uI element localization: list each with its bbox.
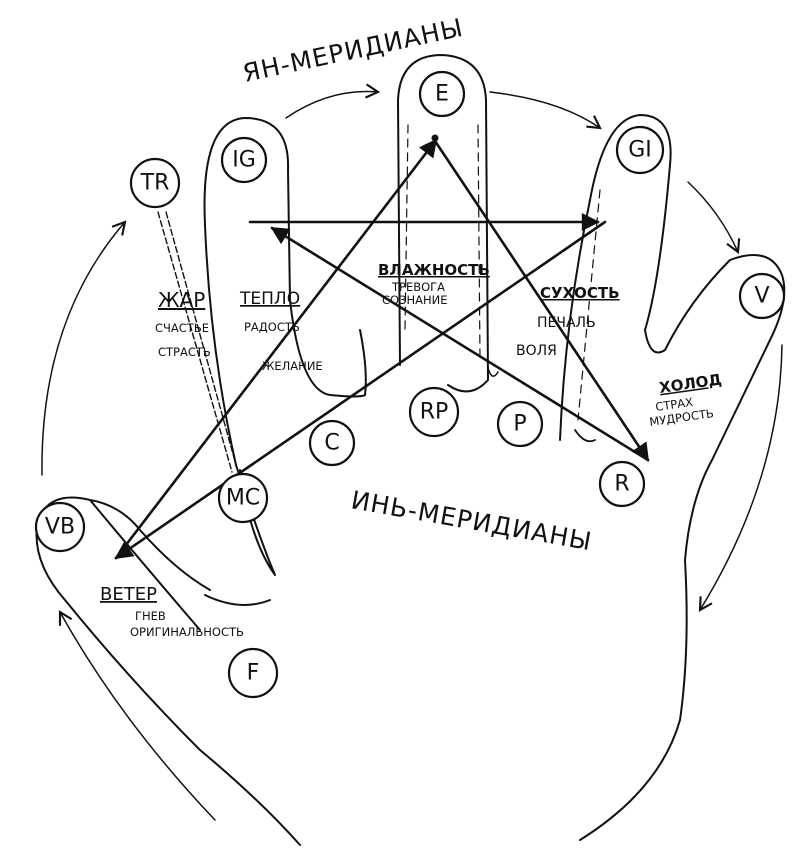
meridian-vb-label: VB: [45, 515, 75, 540]
finger-outline-gi-inner: [574, 429, 596, 443]
star-line-vb-to-e: [114, 138, 438, 560]
arrow-bottom-to-thumb: [58, 610, 216, 821]
palm-outline-bottom: [204, 594, 271, 606]
arrow-ig-to-e: [285, 83, 381, 119]
star-line-gi-to-vb: [114, 220, 607, 560]
finger-outline-v: [579, 254, 786, 841]
meridian-rp-label: RP: [420, 400, 449, 425]
meridian-vb: VB: [34, 501, 86, 553]
element-teplo: ТЕПЛО РАДОСТЬ ЖЕЛАНИЕ: [239, 289, 323, 373]
meridian-tr-circle: [129, 157, 181, 209]
finger-center-lines: [404, 124, 601, 421]
meridian-mc-circle: [217, 472, 269, 524]
meridian-rp-circle: [408, 386, 460, 438]
element-sukhost-name: СУХОСТЬ: [540, 284, 620, 302]
meridian-mc-label: MC: [226, 486, 260, 511]
thumb-outline-vb-top: [89, 499, 211, 591]
thumb-outline-vb: [35, 496, 301, 846]
meridian-v-label: V: [754, 284, 769, 309]
element-vlazhnost: ВЛАЖНОСТЬ ТРЕВОГА СОЗНАНИЕ: [378, 261, 490, 307]
meridian-f-label: F: [247, 661, 260, 686]
meridian-gi-circle: [615, 125, 665, 175]
meridian-c-circle: [308, 419, 356, 467]
outer-cycle: [41, 83, 783, 821]
meridian-rp: RP: [408, 386, 460, 438]
meridian-e-circle: [418, 70, 466, 118]
element-vlazhnost-emotion-1: ТРЕВОГА: [391, 280, 445, 294]
arrow-e-to-gi: [489, 91, 602, 130]
element-veter: ВЕТЕР ГНЕВ ОРИГИНАЛЬНОСТЬ: [100, 584, 244, 639]
hand-outline: [35, 54, 786, 846]
meridian-r-label: R: [614, 472, 629, 497]
element-sukhost-emotion-2: ВОЛЯ: [516, 343, 557, 359]
meridian-p-label: P: [513, 412, 526, 437]
finger-outline-e: [397, 54, 489, 393]
meridian-gi: GI: [615, 125, 665, 175]
tr-channel-line-2: [165, 211, 239, 473]
element-kholod-name: ХОЛОД: [658, 370, 723, 397]
meridian-ig-circle: [220, 136, 268, 184]
meridian-f-circle: [227, 647, 279, 699]
finger-outline-gi: [559, 114, 672, 441]
meridian-f: F: [227, 647, 279, 699]
meridian-vb-circle: [34, 501, 86, 553]
meridian-e-label: E: [435, 82, 449, 107]
meridian-e: E: [418, 70, 466, 118]
meridian-r: R: [598, 460, 646, 508]
meridian-p-circle: [496, 400, 544, 448]
element-zhar-name: ЖАР: [158, 288, 205, 312]
meridian-gi-label: GI: [628, 138, 652, 163]
element-veter-name: ВЕТЕР: [100, 584, 157, 605]
element-sukhost: СУХОСТЬ ПЕЧАЛЬ ВОЛЯ: [516, 284, 620, 359]
meridian-ig-label: IG: [232, 148, 256, 173]
meridian-p: P: [496, 400, 544, 448]
meridian-c: C: [308, 419, 356, 467]
meridian-v: V: [738, 272, 786, 320]
element-sukhost-emotion-1: ПЕЧАЛЬ: [537, 315, 596, 331]
tr-channel-line-1: [157, 211, 233, 473]
meridian-tr: TR: [129, 157, 181, 209]
arrow-gi-to-v: [687, 181, 741, 255]
element-teplo-emotion-2: ЖЕЛАНИЕ: [262, 359, 323, 373]
element-zhar: ЖАР СЧАСТЬЕ СТРАСТЬ: [155, 288, 211, 359]
meridian-ig: IG: [220, 136, 268, 184]
meridian-tr-label: TR: [140, 171, 170, 196]
star-apex-dot: [431, 134, 439, 142]
arrow-v-down: [698, 344, 783, 612]
meridian-mc: MC: [217, 472, 269, 524]
element-kholod-emotion-1: СТРАХ: [654, 395, 693, 414]
meridian-r-circle: [598, 460, 646, 508]
element-zhar-emotion-1: СЧАСТЬЕ: [155, 321, 209, 335]
meridian-c-label: C: [324, 431, 339, 456]
element-zhar-emotion-2: СТРАСТЬ: [158, 345, 211, 359]
star-line-r-to-left: [270, 226, 650, 462]
element-teplo-emotion-1: РАДОСТЬ: [244, 320, 300, 334]
element-vlazhnost-name: ВЛАЖНОСТЬ: [378, 261, 490, 279]
arrow-left-up: [41, 220, 127, 476]
yin-meridians-title: ИНЬ-МЕРИДИАНЫ: [349, 485, 594, 556]
finger-outline-ig: [203, 117, 291, 466]
element-teplo-name: ТЕПЛО: [239, 289, 300, 309]
five-element-star: [114, 134, 650, 560]
element-veter-emotion-2: ОРИГИНАЛЬНОСТЬ: [130, 625, 244, 639]
element-veter-emotion-1: ГНЕВ: [135, 609, 166, 623]
meridian-v-circle: [738, 272, 786, 320]
element-kholod: ХОЛОД СТРАХ МУДРОСТЬ: [648, 370, 722, 429]
finger-outline-v-inner: [644, 329, 666, 354]
element-vlazhnost-emotion-2: СОЗНАНИЕ: [382, 293, 448, 307]
star-line-e-to-r: [431, 136, 650, 462]
